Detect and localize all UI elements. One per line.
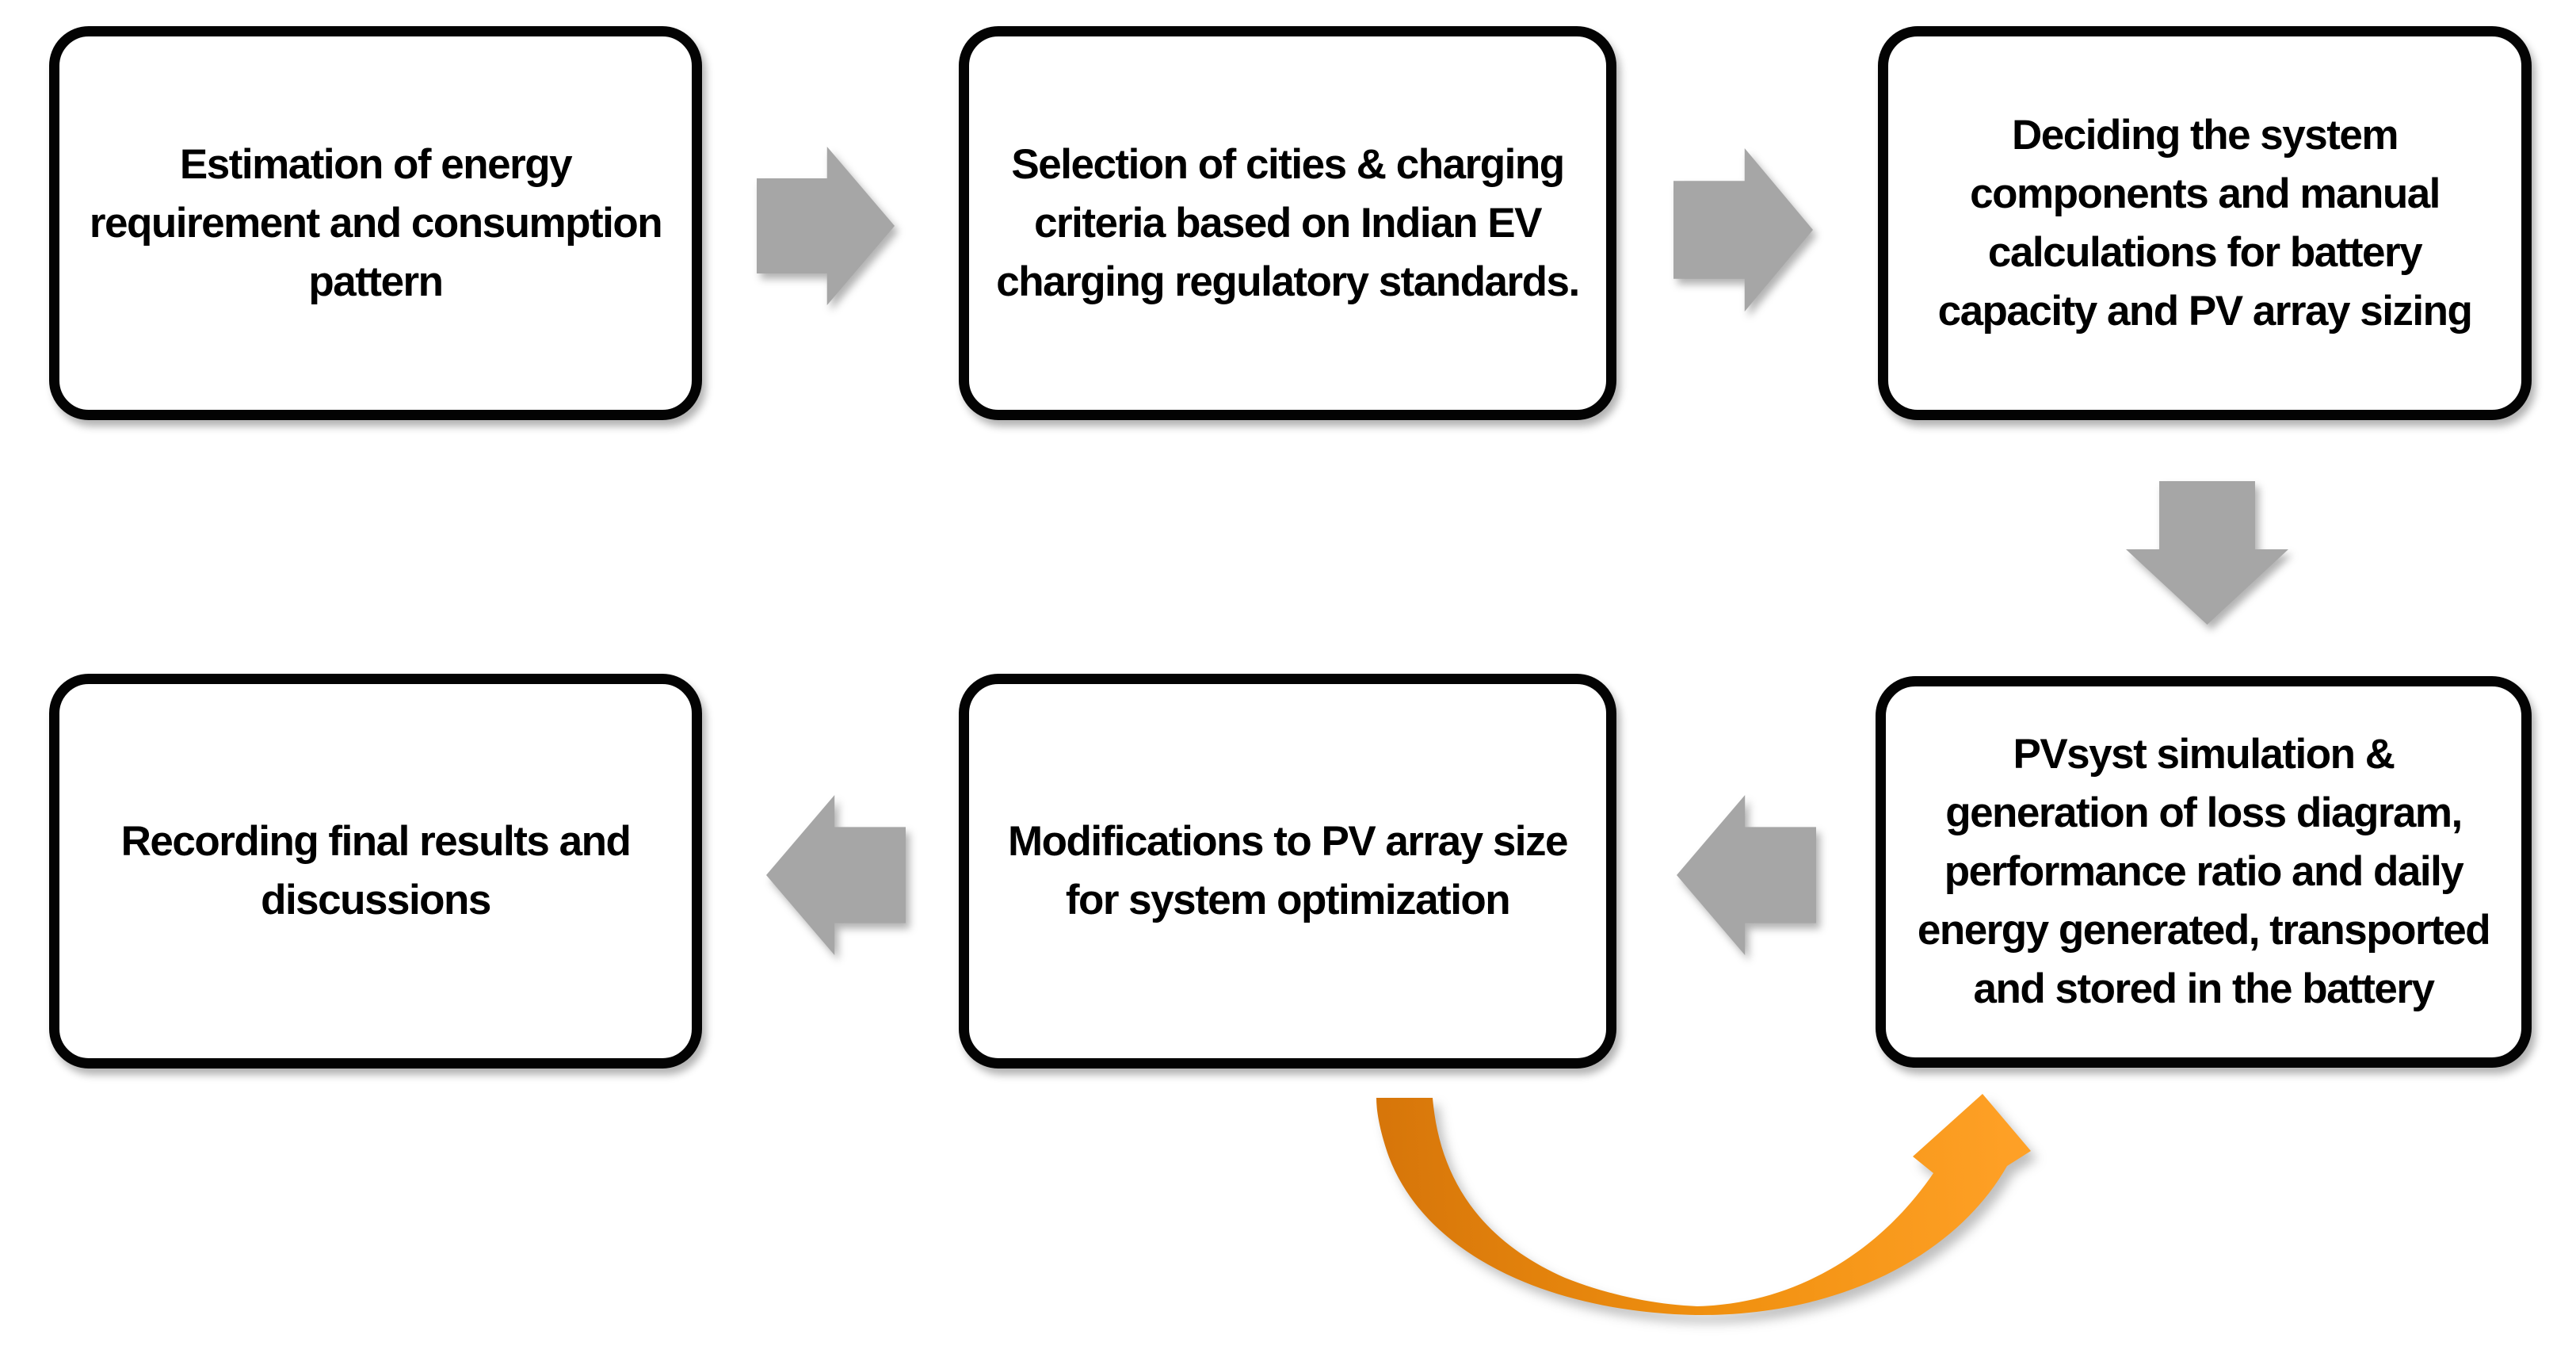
flow-step-recording: Recording final results and discussions [49, 674, 702, 1069]
arrow-modifications-to-recording [766, 795, 906, 955]
block-arrow-left-icon [1677, 795, 1816, 955]
arrow-pvsyst-to-modifications [1677, 795, 1816, 955]
arrow-selection-to-deciding [1673, 148, 1813, 312]
flow-step-label: PVsyst simulation & generation of loss d… [1917, 731, 2491, 1012]
flow-step-label: Deciding the system components and manua… [1937, 111, 2473, 335]
flow-step-modifications: Modifications to PV array size for syste… [959, 674, 1616, 1069]
flow-step-selection: Selection of cities & charging criteria … [959, 26, 1616, 420]
flow-step-label: Estimation of energy requirement and con… [89, 140, 663, 305]
arrow-deciding-to-pvsyst [2126, 481, 2288, 625]
flow-step-label: Recording final results and discussions [120, 818, 632, 923]
block-arrow-right-icon [757, 147, 895, 305]
flow-step-estimation: Estimation of energy requirement and con… [49, 26, 702, 420]
flow-step-deciding: Deciding the system components and manua… [1878, 26, 2532, 420]
flow-step-label: Modifications to PV array size for syste… [1007, 818, 1569, 923]
block-arrow-left-icon [766, 795, 906, 955]
arrow-estimation-to-selection [757, 147, 895, 305]
block-arrow-down-icon [2126, 481, 2288, 625]
flow-step-label: Selection of cities & charging criteria … [996, 140, 1580, 305]
block-arrow-right-icon [1673, 148, 1813, 312]
flow-step-pvsyst: PVsyst simulation & generation of loss d… [1876, 676, 2532, 1068]
